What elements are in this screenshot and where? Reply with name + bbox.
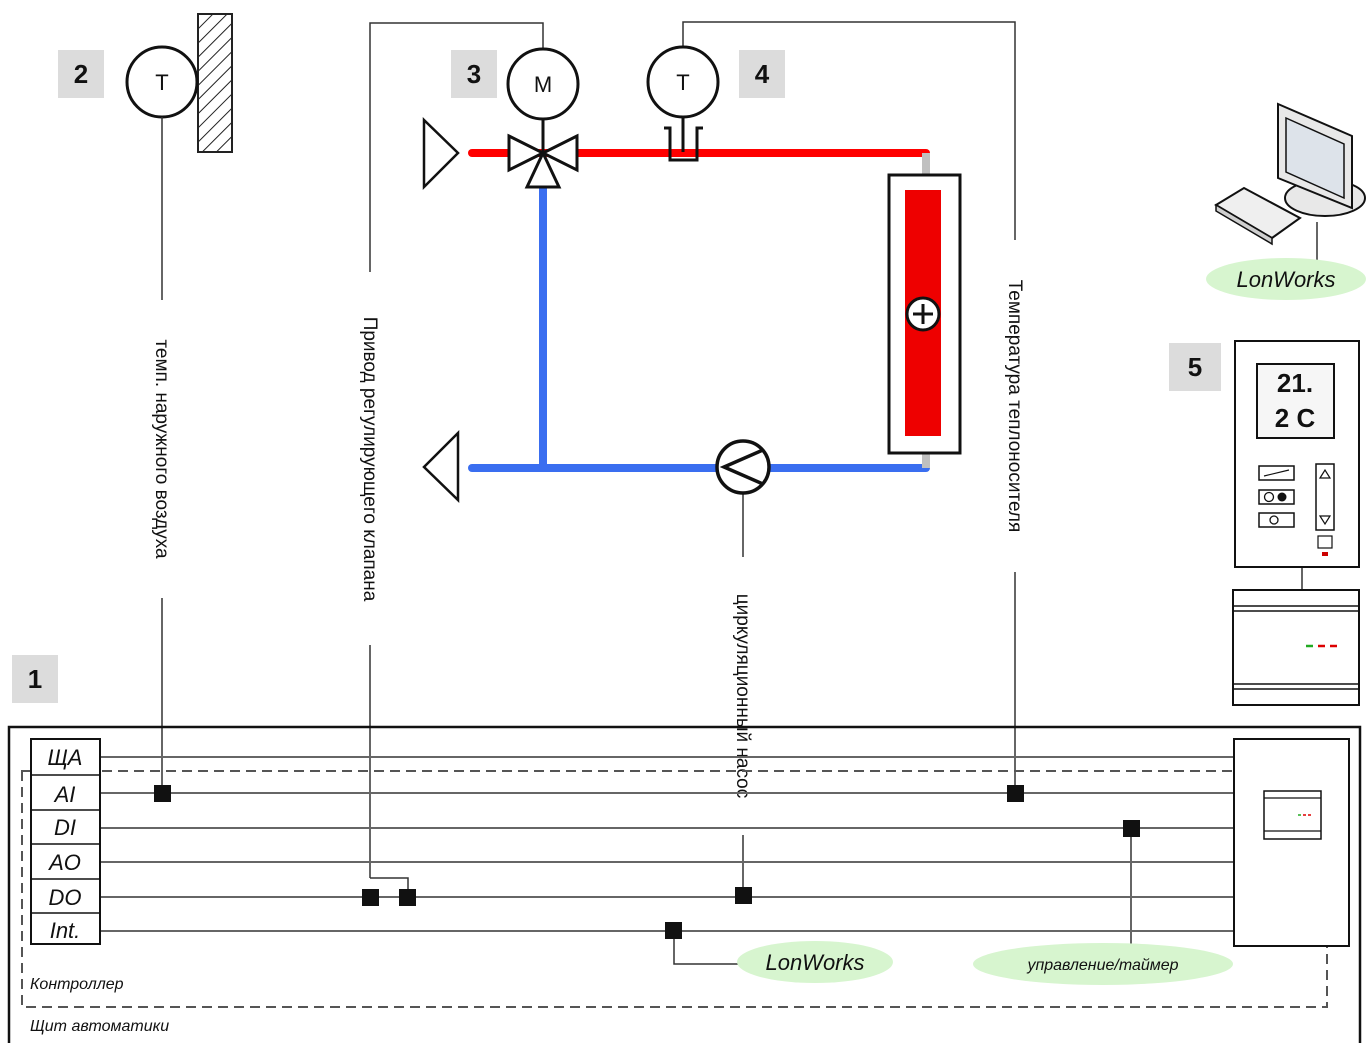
node-int-lonworks: [665, 922, 682, 939]
cabinet-label: Щит автоматики: [30, 1018, 169, 1035]
io-row-scha: ЩА: [48, 745, 83, 770]
supply-inlet-arrow: [422, 117, 460, 191]
din-module: [1232, 589, 1360, 706]
wire-label-valve-drive: Привод регулирующего клапана: [359, 317, 380, 602]
io-bus-lines: [100, 756, 1234, 932]
supply-temp-sensor: T: [646, 45, 720, 162]
svg-text:2: 2: [74, 59, 88, 89]
room-display-line2: 2 C: [1275, 403, 1316, 433]
io-row-ai: AI: [53, 782, 76, 807]
svg-text:3: 3: [467, 59, 481, 89]
outside-wall: [197, 13, 233, 153]
node-do-valve-2: [399, 889, 416, 906]
badge-2: 2: [58, 50, 104, 98]
io-row-int: Int.: [50, 918, 81, 943]
io-label-column: ЩА AI DI AO DO Int.: [30, 738, 101, 945]
computer-icon: [1214, 102, 1366, 246]
svg-text:LonWorks: LonWorks: [765, 950, 864, 975]
control-timer-bubble: управление/таймер: [973, 943, 1233, 985]
return-outlet-arrow: [422, 429, 460, 503]
cabinet-device: [1233, 738, 1350, 947]
svg-text:T: T: [676, 70, 689, 95]
connection-points: [154, 785, 1140, 939]
controller-label: Контроллер: [30, 976, 124, 993]
svg-text:5: 5: [1188, 352, 1202, 382]
return-pipe: [468, 185, 930, 472]
badge-5: 5: [1169, 343, 1221, 391]
svg-text:4: 4: [755, 59, 770, 89]
node-ai-supply: [1007, 785, 1024, 802]
svg-text:LonWorks: LonWorks: [1236, 267, 1335, 292]
lonworks-pc-bubble: LonWorks: [1206, 258, 1366, 300]
io-row-ao: AO: [47, 850, 81, 875]
io-row-do: DO: [49, 885, 82, 910]
lonworks-bus-bubble: LonWorks: [737, 941, 893, 983]
automation-cabinet: [7, 725, 1362, 1043]
badge-3: 3: [451, 50, 497, 98]
heater-coil: [887, 173, 962, 455]
circulation-pump: [715, 439, 771, 495]
valve-motor: M: [506, 47, 580, 121]
three-way-valve: [507, 120, 579, 189]
controller-boundary: [21, 770, 1328, 1008]
svg-text:управление/таймер: управление/таймер: [1026, 957, 1178, 974]
node-do-valve-1: [362, 889, 379, 906]
room-display-line1: 21.: [1277, 368, 1313, 398]
node-do-pump: [735, 887, 752, 904]
svg-text:1: 1: [28, 664, 42, 694]
room-unit: 21. 2 C: [1234, 340, 1360, 568]
svg-text:M: M: [534, 72, 552, 97]
wire-label-supply-temp: Температура теплоносителя: [1004, 280, 1025, 533]
outdoor-temp-sensor: T: [125, 45, 199, 119]
badge-4: 4: [739, 50, 785, 98]
wire-label-outdoor-temp: темп. наружного воздуха: [151, 339, 172, 559]
wire-label-pump: циркуляционный насос: [732, 594, 753, 798]
badge-1: 1: [12, 655, 58, 703]
svg-text:T: T: [155, 70, 168, 95]
io-row-di: DI: [54, 815, 76, 840]
node-di-timer: [1123, 820, 1140, 837]
node-ai-outdoor: [154, 785, 171, 802]
